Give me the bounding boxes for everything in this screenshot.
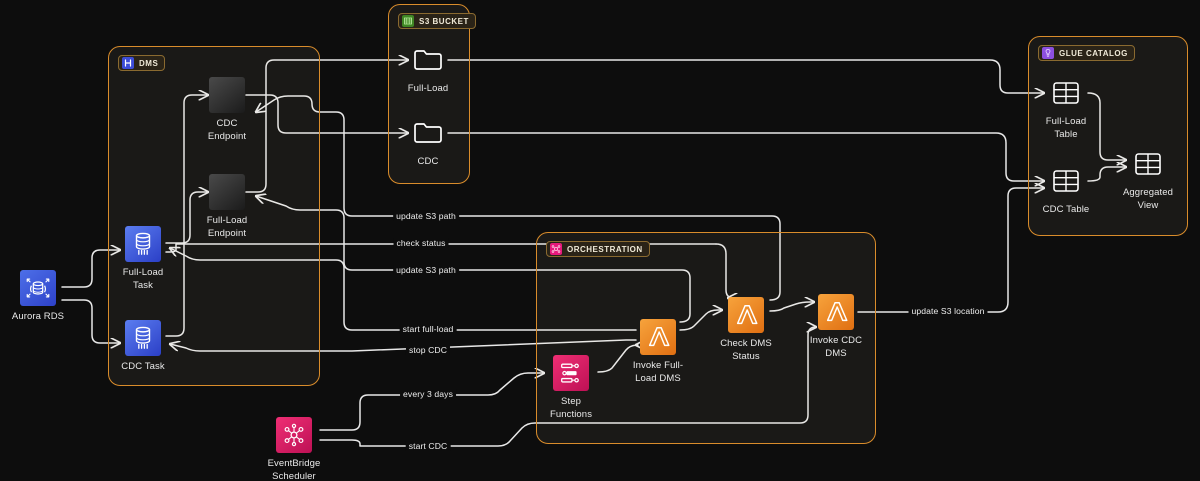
lambda-icon	[728, 297, 764, 333]
node-cdc-table-label: CDC Table	[1042, 204, 1090, 215]
glue-catalog-icon	[1042, 47, 1054, 59]
edge-invoke-cdc-dms-to-cdc-table	[857, 188, 1044, 313]
group-glue-label: GLUE CATALOG	[1059, 48, 1128, 58]
glue-table-icon	[1048, 75, 1084, 111]
node-full-load-endpoint-label: Full-Load Endpoint	[206, 215, 248, 239]
node-aggregated-view[interactable]: Aggregated View	[1103, 146, 1193, 212]
node-s3-full-load[interactable]: Full-Load	[383, 42, 473, 96]
folder-icon	[410, 42, 446, 78]
node-full-load-endpoint[interactable]: Full-Load Endpoint	[182, 174, 272, 240]
dms-icon	[122, 57, 134, 69]
group-s3-bucket: S3 BUCKET	[388, 4, 476, 184]
node-cdc-table[interactable]: CDC Table	[1021, 163, 1111, 217]
glue-table-icon	[1048, 163, 1084, 199]
edge-label-update-s3-location: update S3 location	[908, 306, 988, 316]
node-cdc-task[interactable]: CDC Task	[98, 320, 188, 374]
edge-s3-cdc-to-cdc-table	[447, 132, 1044, 181]
edge-eventbridge-to-step-functions-every-3-days	[319, 373, 544, 431]
node-full-load-task-label: Full-Load Task	[122, 267, 164, 291]
node-s3-full-load-label: Full-Load	[407, 83, 449, 94]
node-cdc-endpoint-label: CDC Endpoint	[207, 118, 247, 142]
lambda-icon	[640, 319, 676, 355]
node-cdc-task-label: CDC Task	[121, 361, 165, 372]
node-eventbridge-scheduler[interactable]: EventBridge Scheduler	[249, 417, 339, 481]
node-eventbridge-scheduler-label: EventBridge Scheduler	[267, 458, 321, 481]
dms-endpoint-icon	[209, 77, 245, 113]
node-check-dms-status-label: Check DMS Status	[720, 338, 772, 362]
node-s3-cdc[interactable]: CDC	[383, 115, 473, 169]
node-aggregated-view-label: Aggregated View	[1122, 187, 1174, 211]
group-orchestration-header: ORCHESTRATION	[546, 241, 650, 257]
eventbridge-scheduler-icon	[276, 417, 312, 453]
orchestration-icon	[550, 243, 562, 255]
dms-task-icon	[125, 226, 161, 262]
node-aurora-rds[interactable]: Aurora RDS	[0, 270, 83, 324]
edge-label-every-3-days: every 3 days	[400, 389, 456, 399]
aurora-rds-icon	[20, 270, 56, 306]
edge-label-stop-cdc: stop CDC	[405, 345, 451, 355]
node-full-load-table[interactable]: Full-Load Table	[1021, 75, 1111, 141]
lambda-icon	[818, 294, 854, 330]
group-glue-header: GLUE CATALOG	[1038, 45, 1135, 61]
node-invoke-cdc-dms[interactable]: Invoke CDC DMS	[791, 294, 881, 360]
node-invoke-full-load-dms[interactable]: Invoke Full- Load DMS	[613, 319, 703, 385]
group-s3-label: S3 BUCKET	[419, 16, 469, 26]
folder-icon	[410, 115, 446, 151]
node-s3-cdc-label: CDC	[417, 156, 439, 167]
group-s3-header: S3 BUCKET	[398, 13, 476, 29]
step-functions-icon	[553, 355, 589, 391]
node-invoke-cdc-dms-label: Invoke CDC DMS	[809, 335, 863, 359]
glue-table-icon	[1130, 146, 1166, 182]
group-glue-catalog: GLUE CATALOG	[1028, 36, 1188, 236]
edge-label-check-status: check status	[393, 238, 449, 248]
node-step-functions-label: Step Functions	[549, 396, 593, 420]
edge-label-start-full-load: start full-load	[399, 324, 457, 334]
node-full-load-table-label: Full-Load Table	[1045, 116, 1087, 140]
group-orchestration-label: ORCHESTRATION	[567, 244, 643, 254]
edge-s3-full-load-to-full-load-table	[447, 59, 1044, 93]
dms-endpoint-icon	[209, 174, 245, 210]
edge-label-update-s3-path-2: update S3 path	[393, 265, 459, 275]
group-dms-label: DMS	[139, 58, 159, 68]
node-invoke-full-load-dms-label: Invoke Full- Load DMS	[632, 360, 684, 384]
node-step-functions[interactable]: Step Functions	[526, 355, 616, 421]
s3-bucket-icon	[402, 15, 414, 27]
node-cdc-endpoint[interactable]: CDC Endpoint	[182, 77, 272, 143]
node-aurora-rds-label: Aurora RDS	[11, 311, 65, 322]
node-full-load-task[interactable]: Full-Load Task	[98, 226, 188, 292]
group-dms-header: DMS	[118, 55, 166, 71]
edge-label-start-cdc: start CDC	[405, 441, 451, 451]
node-check-dms-status[interactable]: Check DMS Status	[701, 297, 791, 363]
group-orchestration: ORCHESTRATION	[536, 232, 876, 444]
dms-task-icon	[125, 320, 161, 356]
edge-label-update-s3-path-1: update S3 path	[393, 211, 459, 221]
